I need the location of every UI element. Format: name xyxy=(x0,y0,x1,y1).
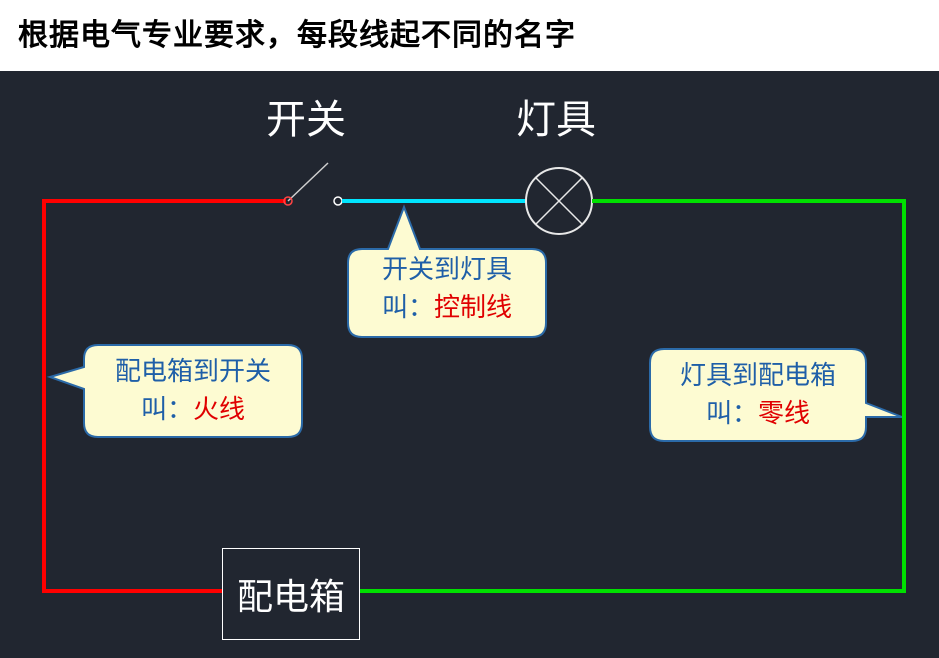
live-wire xyxy=(42,199,286,593)
callout-neutral-line2: 叫：零线 xyxy=(650,395,866,433)
lamp-cross-b xyxy=(535,177,583,225)
switch-contact-right xyxy=(333,196,343,206)
callout-neutral-line1: 灯具到配电箱 xyxy=(679,361,836,391)
switch-blade xyxy=(287,162,329,202)
callout-control-prefix: 叫： xyxy=(381,293,434,323)
distribution-box-label: 配电箱 xyxy=(236,577,345,618)
callout-live-line2: 叫：火线 xyxy=(84,391,302,429)
callout-neutral-name: 零线 xyxy=(758,399,811,429)
callout-bubble-neutral xyxy=(649,348,903,442)
callout-live-prefix: 叫： xyxy=(140,395,193,425)
callout-control-line2: 叫：控制线 xyxy=(348,289,546,327)
callout-live: 配电箱到开关 叫：火线 xyxy=(84,353,302,429)
callout-live-name: 火线 xyxy=(193,395,246,425)
neutral-wire xyxy=(360,199,906,593)
switch-contact-left xyxy=(283,196,293,206)
callout-control: 开关到灯具 叫：控制线 xyxy=(348,251,546,327)
callout-live-line1: 配电箱到开关 xyxy=(114,357,271,387)
distribution-box: 配电箱 xyxy=(222,548,360,640)
lamp-label: 灯具 xyxy=(516,97,596,143)
page-title: 根据电气专业要求，每段线起不同的名字 xyxy=(18,18,576,53)
callout-control-name: 控制线 xyxy=(434,293,513,323)
callout-control-line1: 开关到灯具 xyxy=(381,255,512,285)
callout-neutral-prefix: 叫： xyxy=(705,399,758,429)
callout-bubble-control xyxy=(347,204,547,338)
circuit-diagram: 开关 灯具 开关到灯具 叫：控制线 配电箱到开关 叫：火线 灯具到配电箱 叫：零… xyxy=(0,71,939,658)
callout-bubble-live xyxy=(46,344,303,438)
switch-label: 开关 xyxy=(266,97,346,143)
circuit-svg xyxy=(42,162,906,593)
callout-neutral: 灯具到配电箱 叫：零线 xyxy=(650,357,866,433)
